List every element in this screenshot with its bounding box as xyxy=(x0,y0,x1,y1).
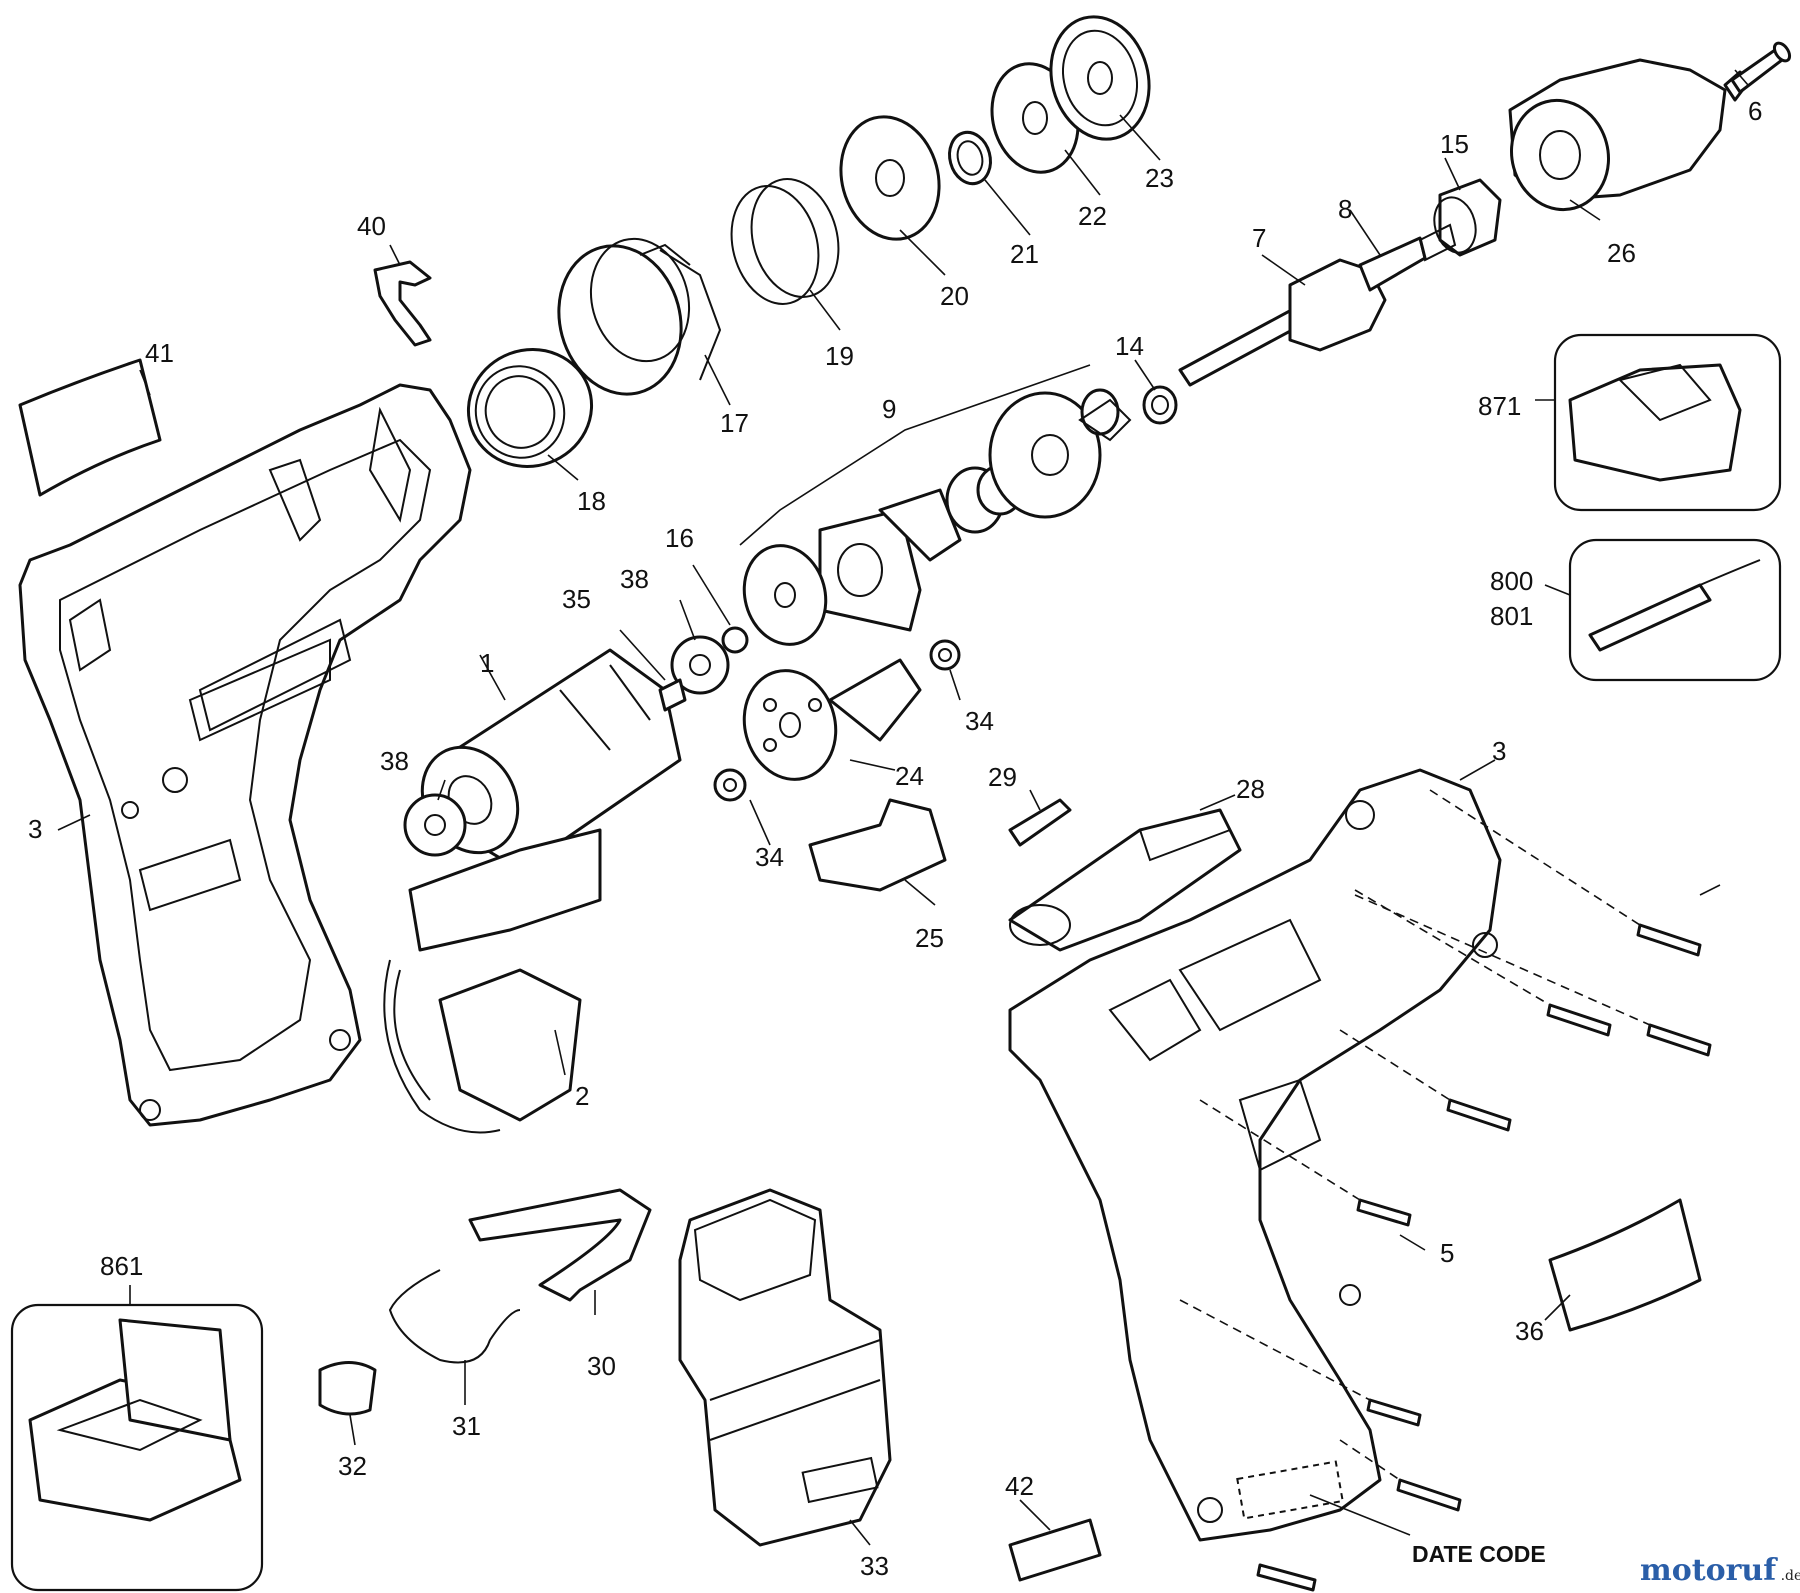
callout-800: 800 xyxy=(1490,566,1533,596)
washer-38-lower xyxy=(403,793,467,857)
screw-6 xyxy=(1730,41,1792,94)
watermark: motoruf .de xyxy=(1640,1553,1800,1588)
callout-38-upper: 38 xyxy=(620,564,649,594)
left-housing-half xyxy=(18,383,472,1127)
callout-3-right: 3 xyxy=(1492,736,1506,766)
bearing-34-lower xyxy=(713,768,747,802)
ring-21 xyxy=(948,130,992,186)
watermark-suffix: .de xyxy=(1781,1568,1800,1584)
callout-6: 6 xyxy=(1748,96,1762,126)
callout-9: 9 xyxy=(882,394,896,424)
callout-861: 861 xyxy=(100,1251,143,1281)
callout-34-lower: 34 xyxy=(755,842,784,872)
callout-21: 21 xyxy=(1010,239,1039,269)
battery-33 xyxy=(678,1188,892,1547)
callout-42: 42 xyxy=(1005,1471,1034,1501)
holster-28 xyxy=(1008,808,1242,952)
callout-20: 20 xyxy=(940,281,969,311)
watermark-brand: motoruf xyxy=(1640,1553,1778,1588)
sleeve-15 xyxy=(1433,178,1502,257)
callout-36: 36 xyxy=(1515,1316,1544,1346)
callout-33: 33 xyxy=(860,1551,889,1581)
bearing-34-upper xyxy=(929,639,961,671)
clutch-housing-17 xyxy=(557,237,722,396)
callout-32: 32 xyxy=(338,1451,367,1481)
callout-3-left: 3 xyxy=(28,814,42,844)
callout-25: 25 xyxy=(915,923,944,953)
callout-17: 17 xyxy=(720,408,749,438)
bracket-25-shape xyxy=(808,798,947,892)
inset-charger-871 xyxy=(1553,333,1782,512)
switch-2 xyxy=(383,828,602,1134)
spindle-7-8 xyxy=(1178,223,1457,387)
ring-gear-18 xyxy=(466,348,594,468)
callout-16: 16 xyxy=(665,523,694,553)
callout-26: 26 xyxy=(1607,238,1636,268)
callout-31: 31 xyxy=(452,1411,481,1441)
inset-cord-800-801 xyxy=(1568,538,1782,682)
bushing-14 xyxy=(1142,385,1178,425)
callout-24: 24 xyxy=(895,761,924,791)
callout-7: 7 xyxy=(1252,223,1266,253)
washer-20 xyxy=(839,115,941,241)
callout-8: 8 xyxy=(1338,194,1352,224)
callout-19: 19 xyxy=(825,341,854,371)
leader-lines xyxy=(57,69,1749,1546)
assembly-guide-lines xyxy=(1179,789,1651,1481)
callout-29: 29 xyxy=(988,762,1017,792)
callout-1: 1 xyxy=(480,648,494,678)
washer-38-upper xyxy=(670,635,730,695)
callout-22: 22 xyxy=(1078,201,1107,231)
callouts: 1 2 3 3 5 6 7 8 9 14 15 16 17 18 19 20 2… xyxy=(28,96,1762,1581)
label-42-shape xyxy=(1008,1518,1102,1582)
callout-38-lower: 38 xyxy=(380,746,409,776)
callout-15: 15 xyxy=(1440,129,1469,159)
spring-19 xyxy=(730,178,840,305)
callout-date-code: DATE CODE xyxy=(1412,1541,1546,1567)
chuck-26 xyxy=(1508,58,1752,212)
wire-31-shape xyxy=(388,1269,521,1364)
motor-1 xyxy=(420,648,687,872)
label-36-shape xyxy=(1548,1198,1702,1332)
clip-40-shape xyxy=(373,260,432,347)
washer-23 xyxy=(1049,15,1151,141)
contact-30-shape xyxy=(468,1188,652,1302)
bit-29-shape xyxy=(1008,798,1072,847)
plug-32-shape xyxy=(318,1361,377,1416)
callout-28: 28 xyxy=(1236,774,1265,804)
warning-label-41-shape xyxy=(18,358,162,497)
callout-2: 2 xyxy=(575,1081,589,1111)
gear-16 xyxy=(721,544,828,654)
callout-14: 14 xyxy=(1115,331,1144,361)
callout-871: 871 xyxy=(1478,391,1521,421)
callout-34-upper: 34 xyxy=(965,706,994,736)
svg-text:motoruf .de: motoruf .de xyxy=(1640,1553,1800,1588)
callout-41: 41 xyxy=(145,338,174,368)
callout-35: 35 xyxy=(562,584,591,614)
callout-801: 801 xyxy=(1490,601,1533,631)
gear-24 xyxy=(742,658,922,781)
callout-30: 30 xyxy=(587,1351,616,1381)
inset-case-861 xyxy=(10,1303,264,1592)
callout-5: 5 xyxy=(1440,1238,1454,1268)
right-housing-half xyxy=(1008,768,1502,1542)
callout-18: 18 xyxy=(577,486,606,516)
screws-5 xyxy=(1256,923,1712,1592)
planetary-gear-set-9 xyxy=(818,388,1132,632)
callout-40: 40 xyxy=(357,211,386,241)
callout-23: 23 xyxy=(1145,163,1174,193)
